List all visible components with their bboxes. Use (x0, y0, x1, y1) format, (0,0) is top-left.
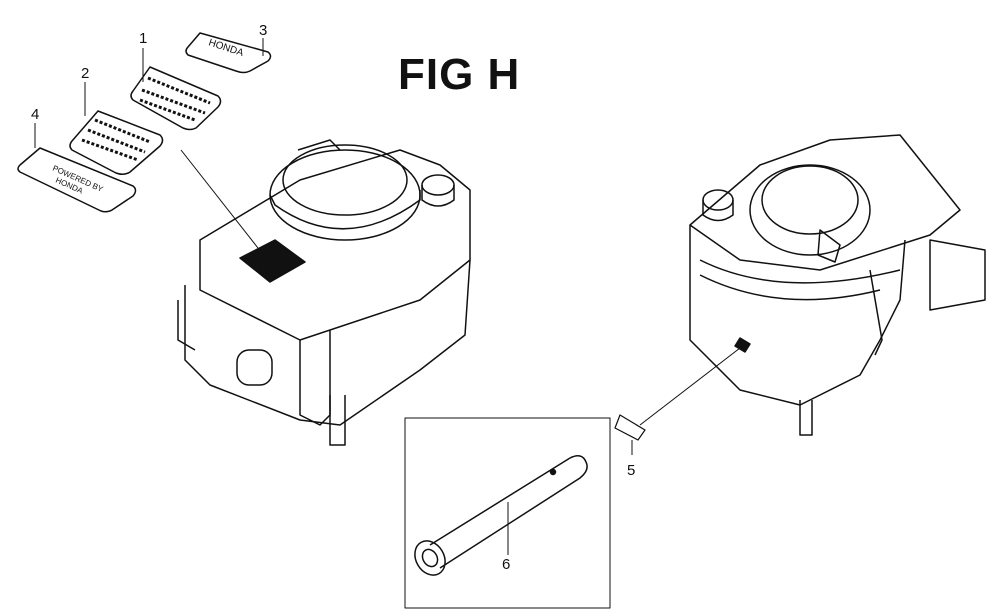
part-6-wrench (414, 455, 588, 576)
figure-title: FIG H (398, 50, 521, 99)
callout-6: 6 (502, 556, 511, 573)
label-1 (130, 66, 222, 131)
callout-3: 3 (259, 22, 268, 39)
label-4-powered-by-honda: POWERED BY HONDA (17, 147, 137, 213)
callout-1: 1 (139, 30, 148, 47)
label-2 (69, 110, 164, 176)
callout-4: 4 (31, 106, 40, 123)
part-5-label (614, 414, 646, 441)
engine-left (177, 139, 471, 446)
leader-lines (34, 38, 741, 555)
part-6-box (404, 417, 611, 609)
callout-2: 2 (81, 65, 90, 82)
engine-right (689, 134, 986, 436)
label-3-honda: HONDA (185, 32, 272, 74)
callout-5: 5 (627, 462, 636, 479)
